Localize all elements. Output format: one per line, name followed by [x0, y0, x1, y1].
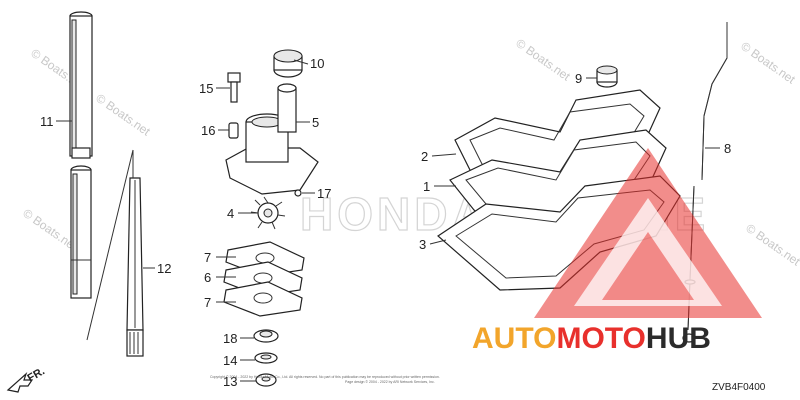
logo-text-hub: HUB: [646, 322, 711, 355]
callout-7-upper: 7: [204, 250, 211, 265]
callout-10: 10: [310, 56, 324, 71]
watermark-3: © Boats.net: [513, 36, 573, 84]
callout-5: 5: [312, 115, 319, 130]
callout-14: 14: [223, 353, 237, 368]
callout-2: 2: [421, 149, 428, 164]
watermark-4: © Boats.net: [738, 39, 798, 87]
callout-6: 6: [204, 270, 211, 285]
part-9-grommet[interactable]: [596, 65, 618, 88]
callout-8: 8: [724, 141, 731, 156]
callout-9: 9: [575, 71, 582, 86]
part-16-dowel-pin[interactable]: [228, 122, 239, 139]
part-17-key[interactable]: [294, 189, 302, 197]
callout-7-lower: 7: [204, 295, 211, 310]
callout-13: 13: [223, 374, 237, 389]
callout-labels: 11 12 15 16 10 5 17 4 7 6 7 18 14 13 2 1…: [40, 56, 731, 389]
part-15-bolt[interactable]: [227, 72, 241, 103]
diagram-code: ZVB4F0400: [712, 382, 766, 393]
callout-11: 11: [40, 114, 54, 129]
watermark-2: © Boats.net: [93, 91, 153, 139]
callout-15: 15: [199, 81, 213, 96]
watermark-6: © Boats.net: [743, 221, 800, 269]
callout-12: 12: [157, 261, 171, 276]
part-14-washer[interactable]: [254, 352, 278, 364]
copyright-line-1: Copyright © 2004 - 2022 by Honda Motor C…: [210, 375, 440, 379]
callout-4: 4: [227, 206, 234, 221]
logo-text-auto: AUTO: [472, 322, 556, 355]
direction-arrow: FR.: [6, 365, 47, 393]
copyright-line-2: Page design © 2004 - 2022 by ARI Network…: [345, 380, 435, 384]
part-12-driveshaft[interactable]: [86, 149, 144, 357]
part-10-grommet[interactable]: [273, 49, 303, 78]
part-5-pump-housing[interactable]: [225, 83, 319, 195]
logo-wordmark: AUTOMOTOHUB: [472, 322, 711, 355]
callout-16: 16: [201, 123, 215, 138]
callout-18: 18: [223, 331, 237, 346]
part-18-oil-seal[interactable]: [253, 329, 279, 343]
logo-text-moto: MOTO: [556, 322, 645, 355]
callout-3: 3: [419, 237, 426, 252]
callout-1: 1: [423, 179, 430, 194]
part-11-driveshaft-tube[interactable]: [69, 11, 93, 299]
automotohub-logo: AUTOMOTOHUB: [472, 148, 762, 355]
part-13-nut[interactable]: [255, 373, 277, 387]
leader-lines: [56, 59, 720, 382]
direction-label: FR.: [26, 365, 47, 384]
callout-17: 17: [317, 186, 331, 201]
